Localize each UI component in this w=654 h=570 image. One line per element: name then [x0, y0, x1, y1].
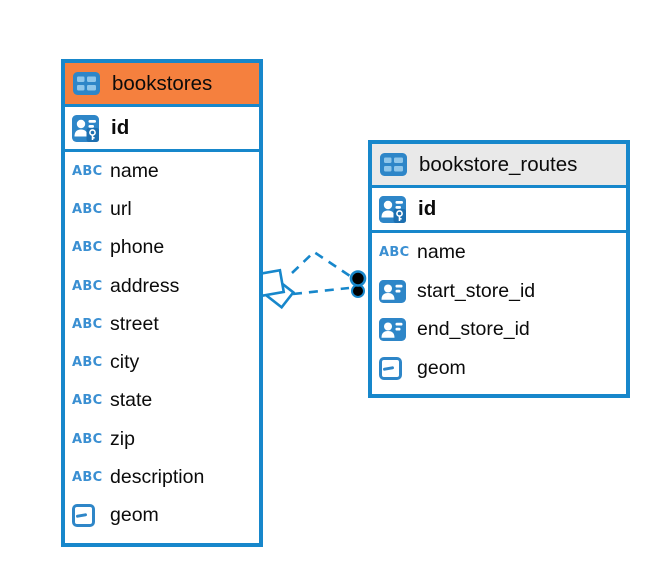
text-abc-icon: ABC: [72, 163, 103, 179]
column-name: zip: [110, 427, 135, 450]
column-row-city[interactable]: ABC city: [65, 343, 259, 381]
column-row-id[interactable]: id: [65, 107, 259, 152]
text-abc-icon: ABC: [72, 316, 103, 332]
text-abc-icon: ABC: [72, 470, 103, 486]
column-row-state[interactable]: ABC state: [65, 382, 259, 420]
column-name: phone: [110, 236, 165, 259]
column-row-name[interactable]: ABC name: [372, 233, 626, 272]
column-name: geom: [110, 504, 159, 527]
text-abc-icon: ABC: [72, 355, 103, 371]
relationship-link-upper[interactable]: [291, 250, 351, 278]
column-name: description: [110, 466, 205, 489]
column-row-zip[interactable]: ABC zip: [65, 420, 259, 458]
column-row-id[interactable]: id: [372, 188, 626, 233]
geometry-type-icon: [379, 357, 410, 381]
table-header-bookstores[interactable]: bookstores: [65, 63, 259, 107]
geometry-type-icon: [72, 504, 103, 528]
table-icon: [380, 153, 411, 176]
column-row-start-store-id[interactable]: start_store_id: [372, 272, 626, 311]
table-title: bookstores: [112, 71, 213, 95]
column-name: street: [110, 312, 159, 335]
column-row-phone[interactable]: ABC phone: [65, 229, 259, 267]
column-name: name: [417, 240, 466, 263]
column-row-address[interactable]: ABC address: [65, 267, 259, 305]
column-row-name[interactable]: ABC name: [65, 152, 259, 190]
table-bookstore-routes[interactable]: bookstore_routes id ABC name: [368, 140, 630, 398]
column-name: start_store_id: [417, 279, 536, 302]
table-header-bookstore-routes[interactable]: bookstore_routes: [372, 144, 626, 188]
text-abc-icon: ABC: [72, 240, 103, 256]
table-icon: [73, 72, 104, 95]
table-bookstores[interactable]: bookstores id ABC name ABC url ABC phone: [61, 59, 263, 547]
column-row-geom[interactable]: geom: [65, 497, 259, 535]
text-abc-icon: ABC: [72, 431, 103, 447]
text-abc-icon: ABC: [379, 244, 410, 260]
column-name: geom: [417, 357, 466, 380]
column-row-geom[interactable]: geom: [372, 349, 626, 388]
column-name: city: [110, 351, 140, 374]
column-name: address: [110, 274, 180, 297]
column-row-street[interactable]: ABC street: [65, 305, 259, 343]
column-row-end-store-id[interactable]: end_store_id: [372, 311, 626, 350]
relationship-link-lower[interactable]: [292, 286, 350, 296]
reference-type-icon: [379, 279, 410, 303]
column-name: state: [110, 389, 153, 412]
text-abc-icon: ABC: [72, 278, 103, 294]
column-row-description[interactable]: ABC description: [65, 458, 259, 496]
column-name: id: [418, 197, 437, 220]
text-abc-icon: ABC: [72, 393, 103, 409]
column-name: id: [111, 116, 130, 139]
link-endpoint-dots[interactable]: [349, 270, 367, 298]
table-title: bookstore_routes: [419, 152, 578, 176]
column-name: end_store_id: [417, 318, 530, 341]
link-source-marker[interactable]: [256, 268, 296, 310]
column-name: name: [110, 159, 159, 182]
column-row-url[interactable]: ABC url: [65, 190, 259, 228]
reference-type-icon: [379, 318, 410, 342]
primary-key-icon: [72, 114, 103, 142]
column-name: url: [110, 197, 132, 220]
text-abc-icon: ABC: [72, 201, 103, 217]
primary-key-icon: [379, 195, 410, 223]
